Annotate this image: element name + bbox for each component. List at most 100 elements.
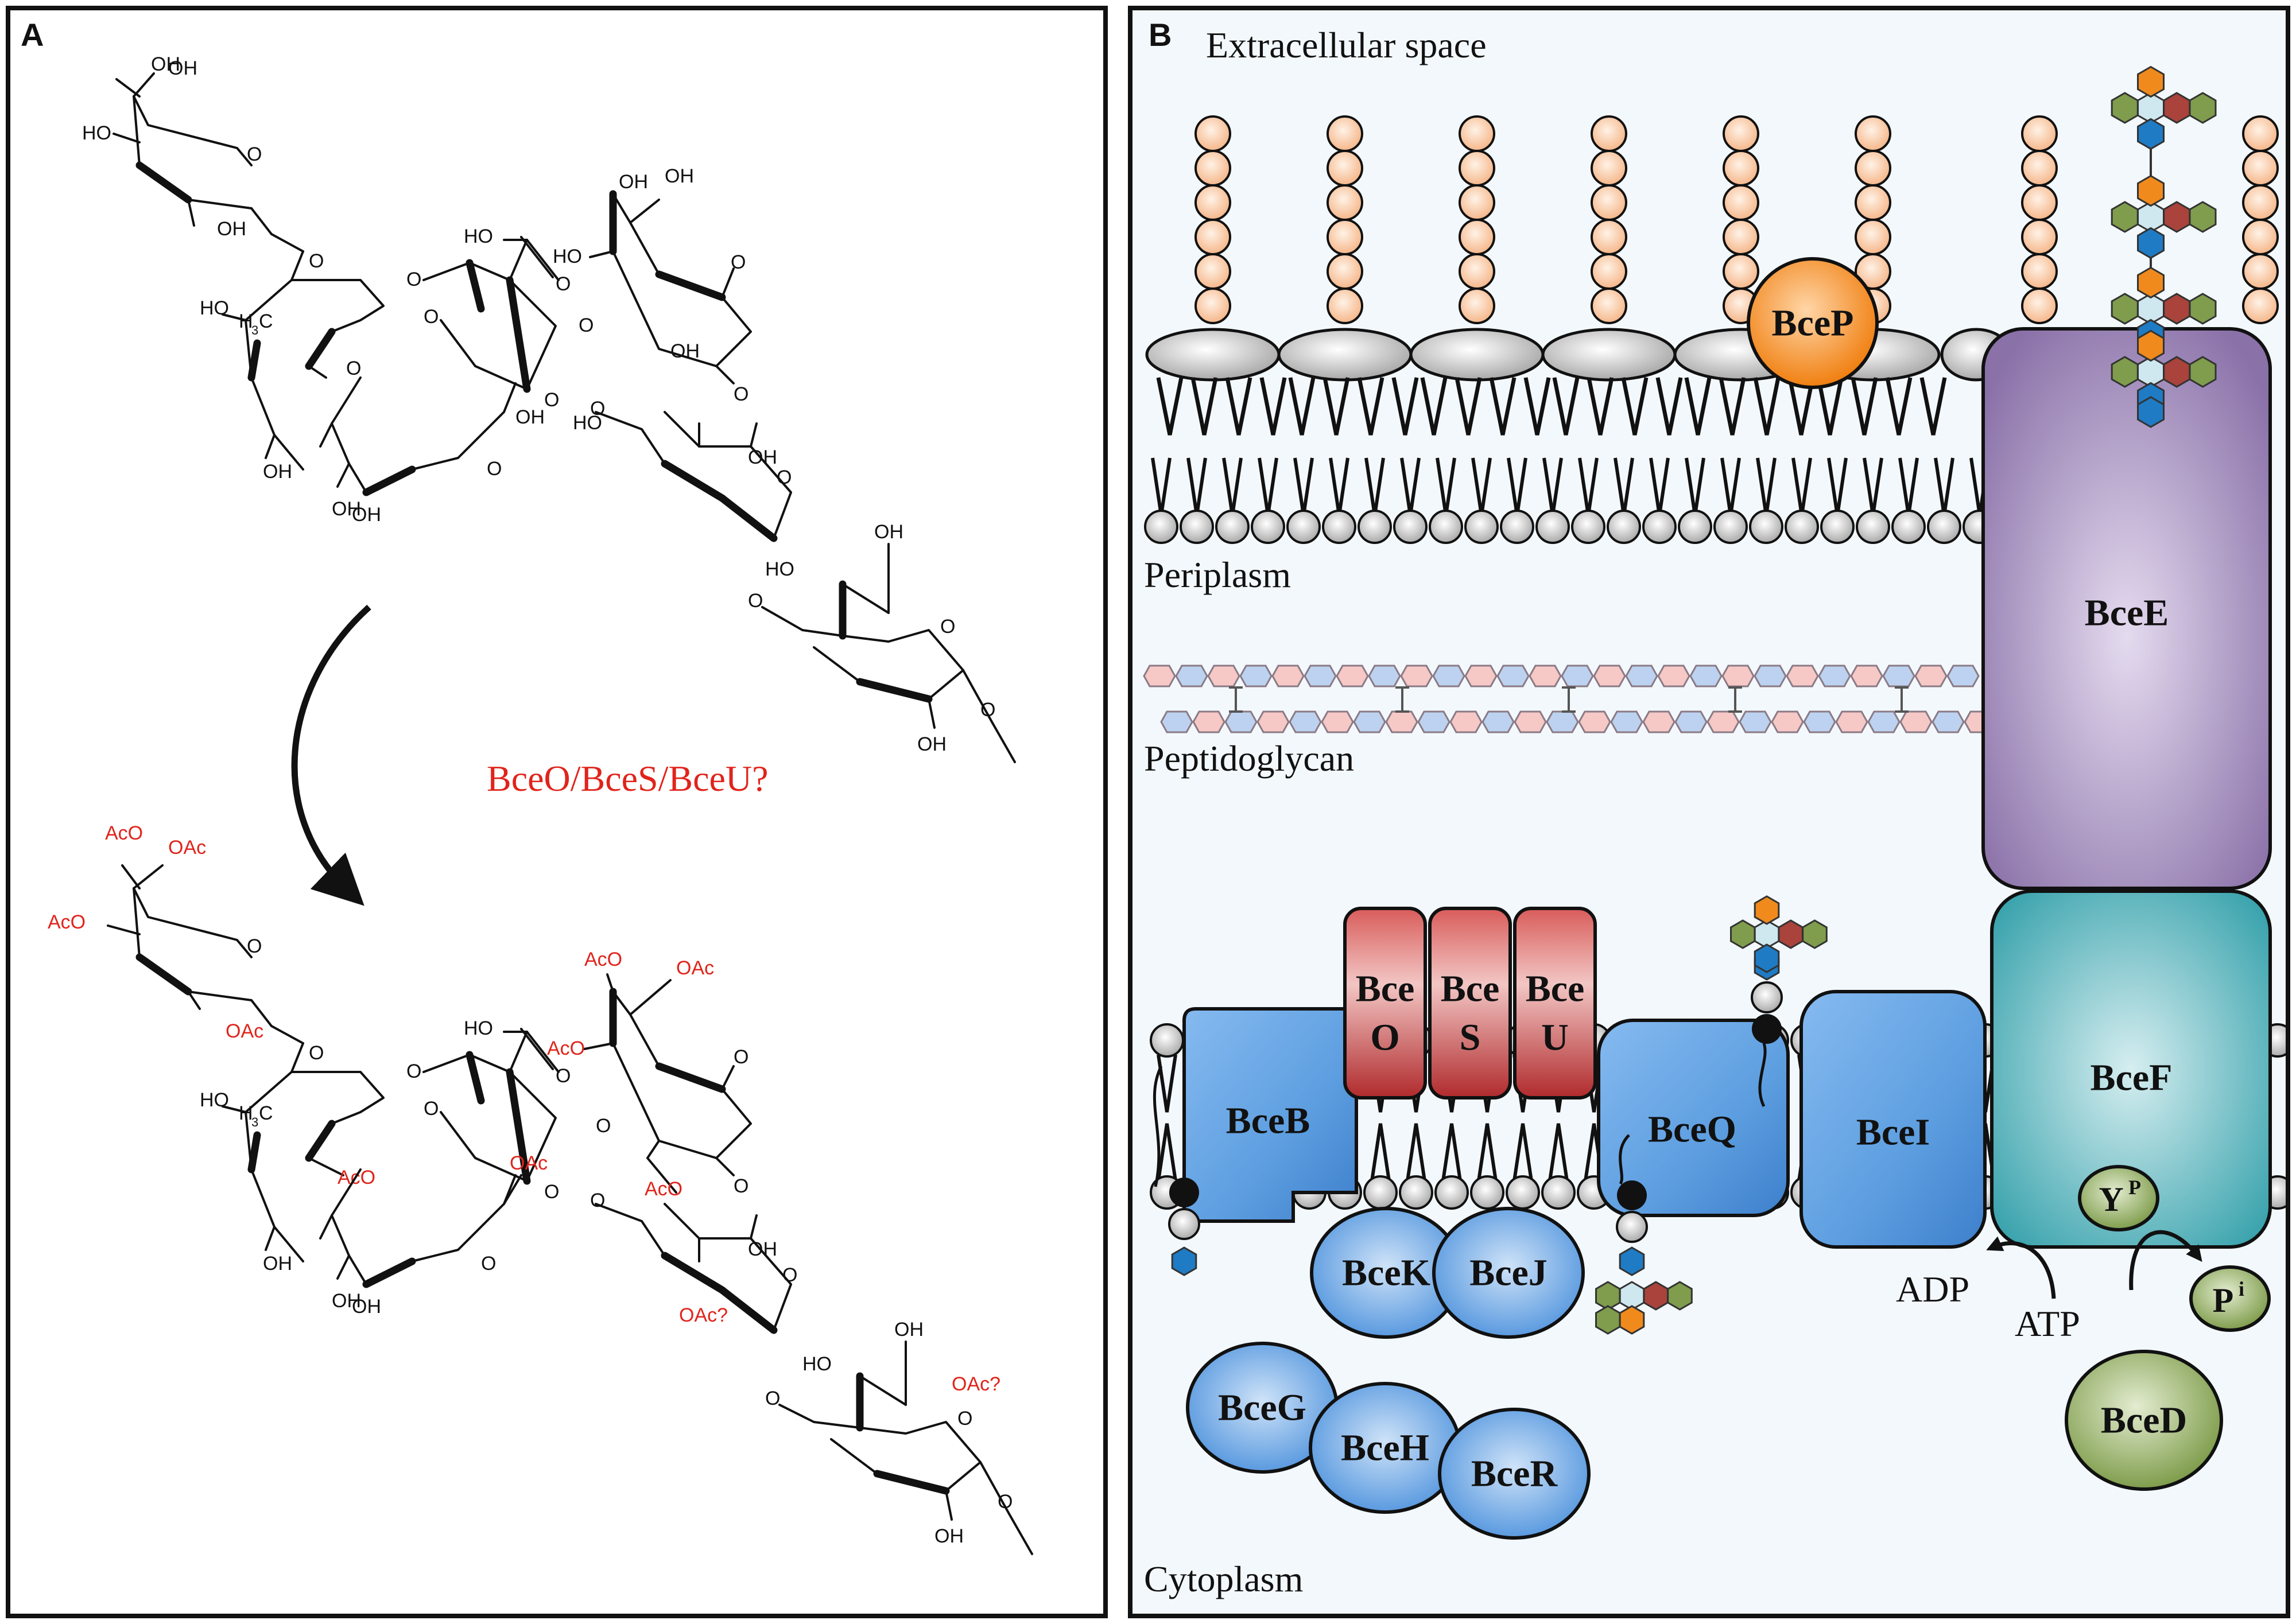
lps-bead — [1327, 150, 1363, 187]
glycan-hex — [2111, 356, 2139, 388]
lipid-tail — [1542, 457, 1563, 516]
bcep-protein: BceP — [1747, 257, 1879, 389]
chem-label: 3 — [251, 1115, 258, 1129]
lipid-tail — [1258, 457, 1278, 516]
peptidoglycan-unit — [1850, 665, 1883, 687]
sugar-ring: HO H 3 C OH O O AcO — [200, 1060, 439, 1275]
peptidoglycan-unit — [1239, 665, 1273, 687]
bceq-label: BceQ — [1648, 1109, 1736, 1151]
extracellular-space-label: Extracellular space — [1206, 25, 1487, 65]
peptidoglycan-layer — [1143, 665, 1997, 733]
chem-label: HO — [802, 1353, 832, 1375]
glycan-hex — [1171, 1246, 1197, 1276]
peptidoglycan-unit — [1593, 665, 1626, 687]
chem-label: O — [481, 1253, 496, 1275]
chem-label: O — [556, 1065, 571, 1087]
panel-b-label: B — [1149, 17, 1172, 53]
peptidoglycan-unit — [1207, 665, 1240, 687]
polysaccharide-unit-acetylated: AcO OAc AcO O OAc O HO H 3 C OH — [48, 822, 1033, 1555]
lipid-head-small — [1434, 1175, 1469, 1210]
bces-label: S — [1460, 1017, 1481, 1059]
lps-bead — [1591, 219, 1627, 255]
lipid-tail — [1827, 457, 1848, 516]
chem-label: OH — [352, 504, 381, 526]
lipid-tail — [1329, 457, 1349, 516]
glycan-hex — [2163, 201, 2191, 233]
lipid-tail — [1684, 377, 1712, 436]
lipid-head-small — [1642, 510, 1677, 544]
lipid-tail — [1507, 457, 1527, 516]
chem-label: HO — [200, 1089, 229, 1111]
chem-label: OH — [665, 165, 694, 187]
chem-label: O — [998, 1491, 1013, 1513]
lps-bead — [1327, 287, 1363, 324]
chem-label: O — [247, 935, 262, 957]
glycan-hex — [2189, 293, 2217, 325]
chem-label: OH — [748, 446, 777, 468]
lipid-tail — [1753, 377, 1781, 436]
lipid-head-small — [1506, 1175, 1540, 1210]
lipid-head-small — [1470, 1175, 1504, 1210]
bcej-label: BceJ — [1469, 1252, 1548, 1294]
lps-bead — [1327, 253, 1363, 290]
lps-bead — [1459, 184, 1495, 221]
glycan-hex — [2137, 266, 2165, 299]
lipid-tail — [1934, 457, 1954, 516]
glycan-hex — [1802, 919, 1828, 949]
glycan-hex — [2163, 293, 2191, 325]
lps-bead — [2021, 184, 2058, 221]
lps-bead — [2242, 219, 2279, 255]
peptidoglycan-unit — [1385, 710, 1418, 733]
phosphate-label: P — [2213, 1281, 2234, 1319]
bceb-protein: BceB — [1182, 1007, 1358, 1223]
glycan-hex — [1778, 919, 1804, 949]
lipid-tail — [1787, 377, 1815, 436]
peptidoglycan-unit — [1642, 710, 1676, 733]
chem-label: O — [590, 398, 605, 419]
lipid-tail — [1406, 1123, 1426, 1182]
chem-label: C — [259, 310, 273, 332]
bced-label: BceD — [2101, 1400, 2187, 1442]
glycan-hex — [2137, 396, 2165, 428]
outer-membrane — [1144, 328, 2012, 544]
lps-bead — [1591, 115, 1627, 152]
chem-label: O — [406, 269, 421, 290]
peptidoglycan-unit — [1625, 665, 1658, 687]
lipid-tail — [1756, 457, 1777, 516]
chem-label: OAc — [226, 1020, 263, 1042]
chem-label: O — [957, 1408, 972, 1429]
bceq-protein: BceQ — [1597, 1019, 1790, 1217]
bced-protein: BceD — [2065, 1350, 2223, 1491]
tyrosine-superscript: P — [2128, 1176, 2141, 1199]
chem-label: O — [544, 389, 559, 411]
chem-label: H — [239, 310, 253, 332]
sugar-ring: AcO OAc AcO O AcO O — [547, 949, 752, 1200]
peptidoglycan-unit — [1143, 665, 1176, 687]
chem-label: O — [734, 1046, 748, 1068]
bcer-label: BceR — [1471, 1453, 1558, 1495]
peptidoglycan-unit — [1353, 710, 1386, 733]
lipid-head-small — [1393, 510, 1428, 544]
peptidoglycan-unit — [1271, 665, 1305, 687]
peptidoglycan-unit — [1496, 665, 1530, 687]
chem-label: O — [556, 273, 571, 295]
lipid-head-small — [1399, 1175, 1433, 1210]
chem-label: OH — [619, 171, 648, 193]
lps-bead — [1194, 219, 1231, 255]
chem-label: HO — [82, 122, 111, 144]
glycan-hex — [1619, 1246, 1645, 1276]
lipid-head-small — [1144, 510, 1178, 544]
lipid-tail — [1357, 377, 1384, 436]
glycan-hex — [2137, 65, 2165, 98]
lps-bead — [1459, 115, 1495, 152]
chem-label: AcO — [645, 1178, 682, 1200]
lps-bead — [1723, 184, 1759, 221]
panel-a: A OH OH HO O OH O — [6, 6, 1108, 1618]
lipid-chain — [1619, 1134, 1630, 1185]
peptidoglycan-unit — [1400, 665, 1433, 687]
lipid-tail — [1288, 377, 1316, 436]
tyrosine-label: Y — [2099, 1180, 2123, 1218]
peptidoglycan-unit — [1289, 710, 1322, 733]
lipid-tail — [1222, 457, 1243, 516]
lps-bead — [2021, 150, 2058, 187]
